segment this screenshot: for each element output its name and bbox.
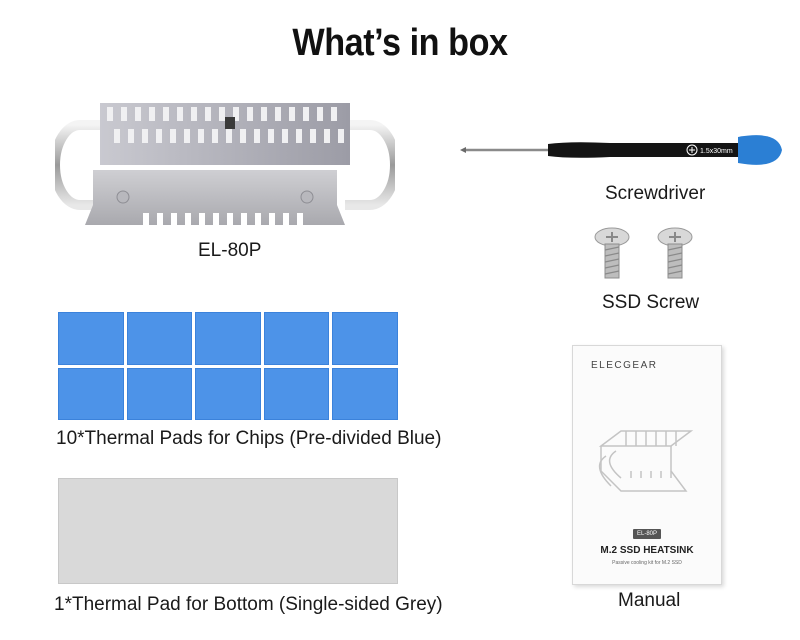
manual-model-badge: EL-80P	[633, 529, 661, 539]
manual-title: M.2 SSD HEATSINK	[600, 545, 694, 556]
thermal-pad-blue	[195, 367, 261, 420]
thermal-pad-blue	[126, 312, 193, 365]
ssd-screw-label: SSD Screw	[602, 292, 700, 313]
screwdriver-drawing: 1.5x30mm	[460, 135, 782, 165]
bottom-pad-label: 1*Thermal Pad for Bottom (Single-sided G…	[54, 594, 443, 615]
screwdriver-label: Screwdriver	[605, 183, 706, 204]
bottom-thermal-pad	[58, 478, 398, 584]
thermal-pad-blue	[332, 312, 398, 365]
thermal-pad-blue	[195, 312, 261, 365]
thermal-pad-blue	[58, 312, 124, 365]
heatsink-drawing	[50, 103, 400, 225]
manual-label: Manual	[618, 590, 681, 611]
ssd-screw-icon	[655, 225, 695, 288]
manual-booklet: ELECGEAR EL-80P M.2 SSD HEATSINK Passive…	[572, 345, 722, 585]
screwdriver-marking: 1.5x30mm	[700, 148, 733, 155]
manual-subtitle: Passive cooling kit for M.2 SSD	[612, 560, 682, 566]
thermal-pad-blue	[126, 367, 193, 420]
ssd-screw-icon	[592, 225, 632, 288]
manual-brand: ELECGEAR	[591, 360, 658, 371]
chip-pads-label: 10*Thermal Pads for Chips (Pre-divided B…	[56, 428, 442, 449]
thermal-pad-blue	[332, 367, 398, 420]
manual-heatsink-illustration	[598, 430, 694, 492]
page-title: What’s in box	[292, 22, 508, 64]
thermal-pad-blue	[58, 367, 124, 420]
chip-thermal-pads	[58, 312, 398, 420]
heatsink-image	[50, 85, 400, 245]
thermal-pad-blue	[263, 367, 330, 420]
screwdriver-image: 1.5x30mm	[460, 125, 790, 180]
heatsink-label: EL-80P	[198, 240, 262, 261]
thermal-pad-blue	[263, 312, 330, 365]
